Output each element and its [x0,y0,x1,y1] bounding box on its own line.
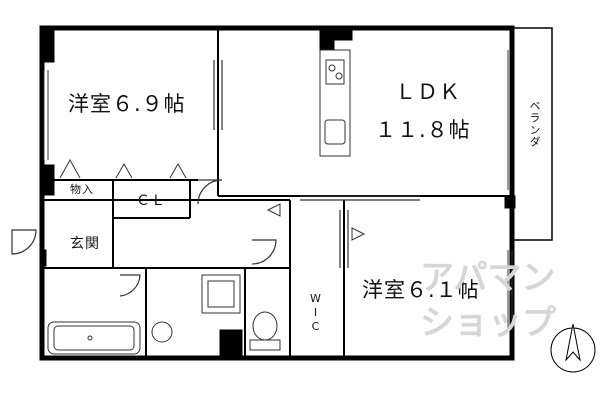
room-label-closet: ＣＬ [136,193,166,209]
wall-block-entrance [39,249,47,267]
watermark-top: アパマン [420,258,556,298]
kitchen-counter [319,49,351,157]
closet-marks [59,158,366,241]
bath-door [119,274,141,297]
bath-fixtures [47,274,281,355]
balcony-outline [511,27,553,241]
compass-icon [550,323,596,373]
washbasin [151,321,173,343]
wall-block-kitchen-2 [333,27,353,41]
washing-machine [201,274,241,314]
toilet-bowl [252,311,278,341]
room-label-wic: WIC [309,292,322,334]
door-swings [11,179,277,297]
bedroom1-door [197,179,223,205]
sliding-doors [213,60,420,268]
room-label-western-2: 洋室６.１帖 [362,278,480,302]
wall-block-kitchen [319,27,335,51]
room-label-balcony: ベランダ [528,100,541,148]
wc-door [251,239,277,265]
walls [39,25,516,361]
room-label-entrance: 玄関 [70,236,100,252]
wall-block-top-left [39,27,55,63]
room-label-western-1: 洋室６.９帖 [68,92,186,116]
room-label-ldk: ＬＤＫ [395,80,461,104]
wall-block-bath [219,329,243,359]
entrance-door [11,229,37,255]
bathtub [47,321,141,355]
outer-wall [39,25,515,361]
toilet-tank [249,339,281,351]
room-label-storage: 物入 [70,183,94,196]
room-label-ldk-size: １１.８帖 [375,118,471,142]
wall-block-right [504,195,516,209]
wall-block-left-mid [39,164,55,196]
watermark-bottom: ショップ [420,303,556,343]
